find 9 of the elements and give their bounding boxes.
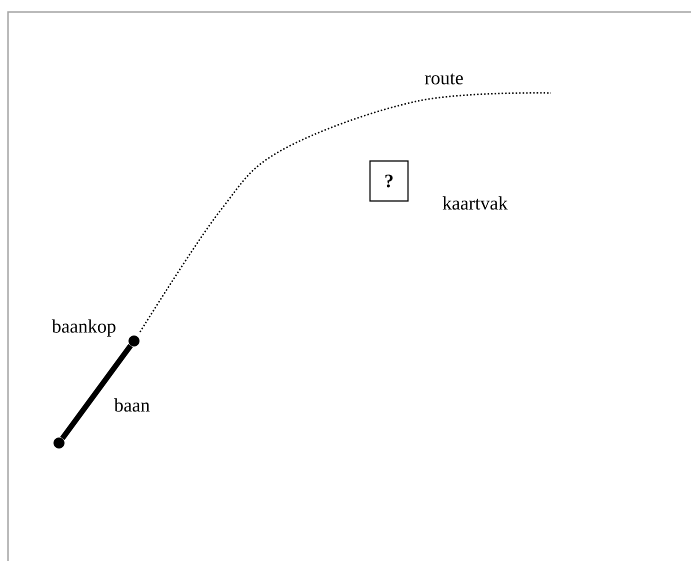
endpoint-dot (54, 437, 64, 448)
node-caption: kaartvak (442, 196, 508, 210)
track-line (60, 344, 133, 440)
node-caption: baankop (52, 319, 116, 337)
edge-label: baan (113, 397, 151, 413)
endpoint-dot (128, 335, 140, 346)
edge-label: route (423, 72, 465, 86)
route-line (139, 92, 552, 332)
question-box: ? (369, 160, 409, 202)
